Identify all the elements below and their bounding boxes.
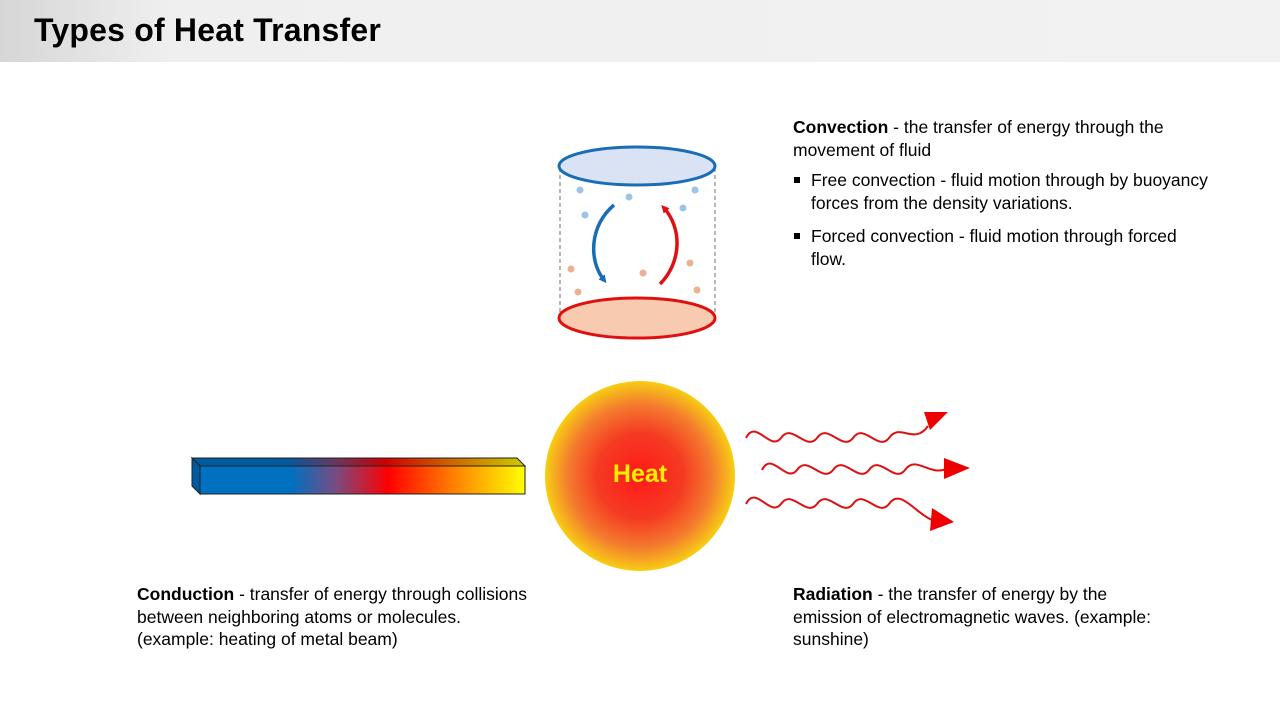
square-bullet-icon — [794, 177, 800, 183]
convection-term: Convection — [793, 117, 889, 137]
conduction-description-block: Conduction - transfer of energy through … — [137, 583, 537, 651]
radiation-wave — [761, 462, 949, 475]
cold-particle — [691, 186, 699, 194]
radiation-arrowhead — [924, 412, 948, 430]
cold-particle — [581, 211, 589, 219]
radiation-wave — [745, 425, 929, 443]
hot-particle — [693, 286, 701, 294]
radiation-waves — [745, 412, 970, 531]
cylinder-bottom-hot-ellipse — [557, 296, 717, 340]
conduction-metal-beam — [190, 456, 527, 496]
convection-description: - the transfer of energy through the mov… — [793, 117, 1164, 160]
convection-bullet-list: Free convection - fluid motion through b… — [793, 169, 1213, 270]
radiation-description: - the transfer of energy by the emission… — [793, 584, 1151, 649]
cold-particle — [679, 204, 687, 212]
cylinder-top-cold-ellipse — [557, 145, 717, 187]
hot-particle — [639, 269, 647, 277]
radiation-wave — [745, 496, 933, 521]
conduction-term: Conduction — [137, 584, 235, 604]
convection-definition: Convection - the transfer of energy thro… — [793, 116, 1213, 161]
hot-rising-arrow — [658, 205, 679, 286]
convection-bullet-item: Free convection - fluid motion through b… — [793, 169, 1213, 214]
title-bar: Types of Heat Transfer — [0, 0, 1280, 62]
bullet-text: Forced convection - fluid motion through… — [811, 226, 1177, 269]
cold-particle — [576, 186, 584, 194]
conduction-description: - transfer of energy through collisions … — [137, 584, 527, 649]
heat-sun — [545, 381, 735, 571]
radiation-arrowhead — [930, 508, 954, 531]
convection-description-block: Convection - the transfer of energy thro… — [793, 116, 1213, 281]
slide-title: Types of Heat Transfer — [34, 12, 382, 48]
beam-top-face — [190, 457, 527, 467]
radiation-description-block: Radiation - the transfer of energy by th… — [793, 583, 1173, 651]
heat-label: Heat — [612, 460, 668, 488]
convection-cylinder — [557, 145, 717, 340]
cold-particle — [625, 193, 633, 201]
square-bullet-icon — [794, 233, 800, 239]
hot-particle — [574, 288, 582, 296]
radiation-arrowhead — [944, 458, 970, 479]
hot-particle — [567, 265, 575, 273]
radiation-term: Radiation — [793, 584, 873, 604]
cold-sinking-arrow — [591, 203, 616, 284]
convection-bullet-item: Forced convection - fluid motion through… — [793, 225, 1213, 270]
bullet-text: Free convection - fluid motion through b… — [811, 170, 1208, 213]
hot-particle — [686, 259, 694, 267]
beam-front-face — [199, 465, 526, 495]
